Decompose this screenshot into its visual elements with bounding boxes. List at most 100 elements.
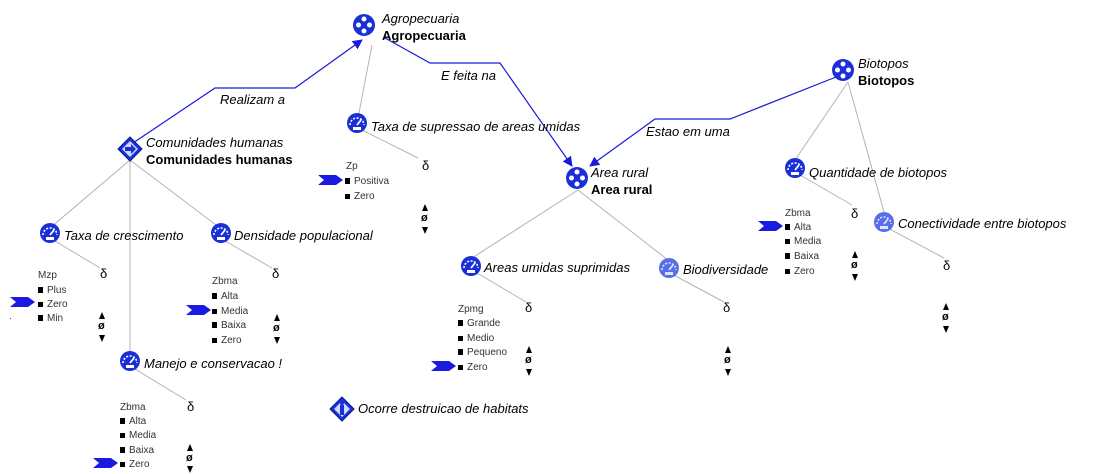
value-marker-icon (318, 175, 343, 185)
entity-title: Area rural (591, 182, 653, 197)
quantity-gauge-icon (120, 351, 140, 371)
marker-dot (10, 318, 11, 319)
qs-value: Medio (458, 333, 494, 344)
quantity-name: Quantidade de biotopos (809, 165, 948, 180)
quantity-biodiversidade[interactable] (658, 257, 680, 284)
derivative-up-icon (274, 314, 280, 321)
relation-label-realizam: Realizam a (220, 92, 286, 107)
derivative-down-icon (187, 466, 193, 473)
quantity-quantidade-biotopos[interactable] (784, 157, 806, 184)
agent-name: Ocorre destruicao de habitats (358, 401, 529, 416)
value-marker-icon (186, 305, 211, 315)
structure-line (577, 189, 669, 261)
entity-title: Agropecuaria (382, 28, 466, 43)
quantity-gauge-icon (40, 223, 60, 243)
qs-value: Positiva (345, 176, 389, 187)
entity-area-rural[interactable] (565, 166, 589, 195)
quantity-space-label: Mzp (38, 270, 57, 281)
derivative-up-icon (943, 303, 949, 310)
derivative-delta: δ (525, 300, 533, 315)
qs-value: Zero (120, 459, 150, 470)
structure-line (847, 81, 885, 213)
qs-value: Baixa (120, 445, 154, 456)
quantity-manejo-conservacao[interactable] (119, 350, 141, 377)
qs-value: Media (785, 236, 821, 247)
quantity-gauge-icon (211, 223, 231, 243)
qs-value: Zero (345, 191, 375, 202)
quantity-gauge-icon (461, 256, 481, 276)
qs-value: Zero (212, 335, 242, 346)
quantity-name: Taxa de supressao de areas umidas (371, 119, 581, 134)
derivative-zero: ø (525, 354, 532, 366)
entity-name: Area rural (591, 165, 649, 180)
derivative-down-icon (99, 335, 105, 342)
entity-comunidades-humanas[interactable] (117, 136, 143, 167)
derivative-up-icon (187, 444, 193, 451)
derivative-delta: δ (422, 158, 430, 173)
derivative-up-icon (99, 312, 105, 319)
quantity-areas-umidas-suprimidas[interactable] (460, 255, 482, 282)
quantity-gauge-icon (659, 258, 679, 278)
quantity-name: Biodiversidade (683, 262, 769, 277)
qs-value: Media (212, 306, 248, 317)
structure-line (129, 159, 221, 229)
qs-value: Media (120, 430, 156, 441)
qs-value: Baixa (785, 251, 819, 262)
qs-value: Plus (38, 285, 66, 296)
structure-line (219, 237, 273, 269)
derivative-up-icon (526, 346, 532, 353)
qs-value: Alta (212, 291, 238, 302)
entity-biotopos[interactable] (831, 58, 855, 87)
derivative-zero: ø (98, 320, 105, 332)
relation-label-feita: E feita na (441, 68, 496, 83)
derivative-delta: δ (851, 206, 859, 221)
qs-value: Pequeno (458, 347, 507, 358)
derivative-delta: δ (100, 266, 108, 281)
quantity-densidade-populacional[interactable] (210, 222, 232, 249)
structure-line (49, 159, 131, 229)
derivative-delta: δ (723, 300, 731, 315)
structure-line (471, 189, 579, 259)
quantity-taxa-crescimento[interactable] (39, 222, 61, 249)
entity-name: Comunidades humanas (146, 135, 284, 150)
entity-icon (566, 167, 588, 189)
quantity-taxa-supressao[interactable] (346, 112, 368, 139)
quantity-name: Taxa de crescimento (64, 228, 184, 243)
quantity-space-label: Zbma (212, 276, 238, 287)
value-marker-icon (431, 361, 456, 371)
derivative-up-icon (852, 251, 858, 258)
entity-title: Comunidades humanas (146, 152, 293, 167)
entity-name: Agropecuaria (382, 11, 460, 26)
quantity-name: Densidade populacional (234, 228, 373, 243)
relation-realizam-line (129, 39, 363, 146)
entity-icon (832, 59, 854, 81)
structure-line (883, 225, 945, 259)
structure-line (129, 365, 187, 401)
relation-label-estao: Estao em uma (646, 124, 730, 139)
qs-value: Min (38, 313, 63, 324)
derivative-down-icon (943, 326, 949, 333)
derivative-down-icon (852, 274, 858, 281)
agent-ocorre-destruicao[interactable] (329, 396, 355, 427)
relation-estao-line (589, 76, 837, 167)
quantity-space-label: Zbma (785, 208, 811, 219)
structure-line (357, 44, 373, 119)
derivative-down-icon (725, 369, 731, 376)
structure-line (667, 271, 725, 303)
quantity-gauge-icon (347, 113, 367, 133)
quantity-gauge-icon (785, 158, 805, 178)
quantity-name: Manejo e conservacao ! (144, 356, 283, 371)
agent-icon (329, 396, 355, 422)
quantity-conectividade-biotopos[interactable] (873, 211, 895, 238)
qs-value: Zero (458, 362, 488, 373)
qs-value: Zero (38, 299, 68, 310)
structure-line (49, 237, 101, 269)
quantity-gauge-icon (874, 212, 894, 232)
structure-line (794, 81, 849, 161)
quantity-name: Areas umidas suprimidas (484, 260, 630, 275)
entity-agropecuaria[interactable] (352, 13, 376, 42)
quantity-name: Conectividade entre biotopos (898, 216, 1067, 231)
derivative-zero: ø (186, 452, 193, 464)
